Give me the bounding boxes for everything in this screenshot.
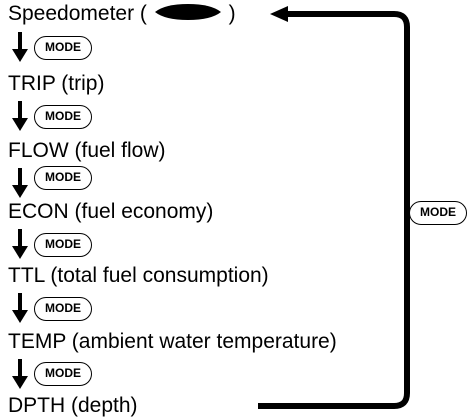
- mode-econ-label: ECON (fuel economy): [8, 200, 214, 223]
- mode-trip-label: TRIP (trip): [8, 72, 105, 95]
- mode-temp-label: TEMP (ambient water temperature): [8, 330, 337, 353]
- mode-button[interactable]: MODE: [34, 166, 92, 190]
- mode-button-loop[interactable]: MODE: [409, 201, 467, 225]
- mode-speedometer-label: Speedometer ( ): [8, 2, 236, 26]
- mode-dpth-label: DPTH (depth): [8, 394, 138, 417]
- down-arrow-icon: [10, 293, 30, 323]
- down-arrow-icon: [10, 229, 30, 259]
- mode-button[interactable]: MODE: [34, 233, 92, 257]
- speed-bar-icon: [154, 2, 221, 26]
- mode-button[interactable]: MODE: [34, 362, 92, 386]
- down-arrow-icon: [10, 101, 30, 131]
- down-arrow-icon: [10, 359, 30, 389]
- down-arrow-icon: [10, 32, 30, 62]
- mode-flow-label: FLOW (fuel flow): [8, 139, 166, 162]
- mode-button[interactable]: MODE: [34, 297, 92, 321]
- down-arrow-icon: [10, 168, 30, 198]
- mode-ttl-label: TTL (total fuel consumption): [8, 264, 269, 287]
- mode-button[interactable]: MODE: [34, 105, 92, 129]
- mode-button[interactable]: MODE: [34, 36, 92, 60]
